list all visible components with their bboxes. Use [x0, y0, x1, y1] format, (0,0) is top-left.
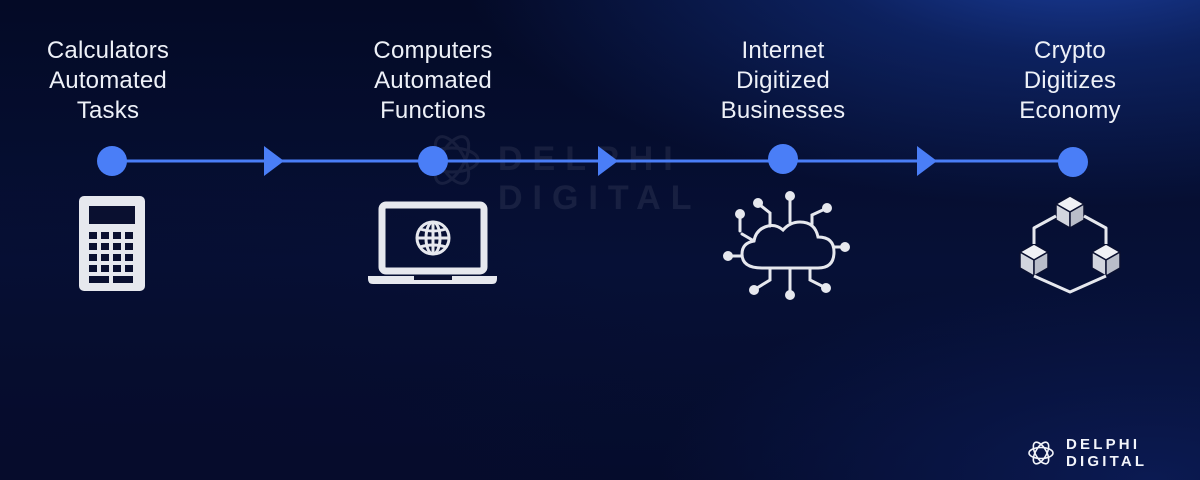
- step-3-label: Internet Digitized Businesses: [663, 36, 903, 126]
- node-3: [768, 144, 798, 174]
- step-2-label: Computers Automated Functions: [313, 36, 553, 126]
- step-2-line-2: Automated: [374, 67, 492, 94]
- blockchain-cubes-icon: [1019, 195, 1121, 294]
- node-1: [97, 146, 127, 176]
- node-4: [1058, 147, 1088, 177]
- cloud-network-icon: [723, 191, 850, 300]
- calculator-icon: [79, 196, 145, 291]
- step-4-label: Crypto Digitizes Economy: [950, 36, 1190, 126]
- node-2: [418, 146, 448, 176]
- brand: DELPHI DIGITAL: [1026, 436, 1200, 470]
- step-1-line-3: Tasks: [76, 97, 140, 124]
- step-1-line-2: Automated: [49, 67, 167, 94]
- brand-name: DELPHI DIGITAL: [1066, 436, 1148, 470]
- watermark: DELPHI DIGITAL: [420, 128, 840, 217]
- step-3-line-3: Businesses: [720, 97, 846, 124]
- step-3-line-2: Digitized: [736, 67, 830, 94]
- arrow-3: [917, 146, 937, 176]
- step-2-line-1: Computers: [373, 37, 493, 64]
- arrow-1: [264, 146, 284, 176]
- arrow-2: [598, 146, 618, 176]
- delphi-logo-icon: [1028, 441, 1054, 465]
- watermark-text: DELPHI DIGITAL: [498, 140, 702, 217]
- step-4-line-1: Crypto: [1034, 37, 1106, 64]
- step-1-line-1: Calculators: [46, 37, 170, 64]
- step-4-line-3: Economy: [1019, 97, 1121, 124]
- step-3-line-1: Internet: [741, 37, 825, 64]
- step-1-label: Calculators Automated Tasks: [0, 36, 228, 126]
- step-2-line-3: Functions: [380, 97, 486, 124]
- step-4-line-2: Digitizes: [1023, 67, 1117, 94]
- laptop-globe-icon: [368, 201, 497, 284]
